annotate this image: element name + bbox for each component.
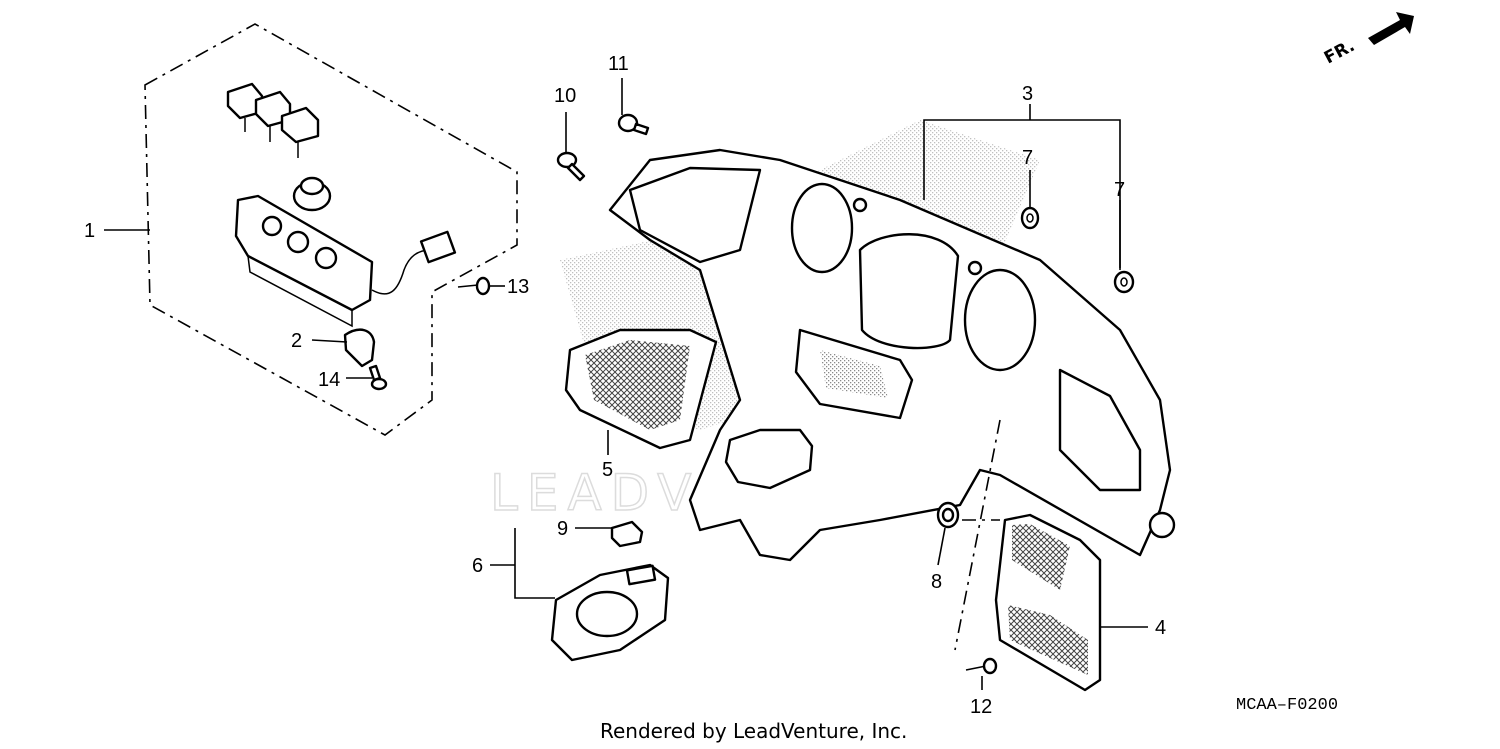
callout-4: 4 bbox=[1155, 617, 1166, 639]
screw-13 bbox=[457, 276, 491, 296]
callout-14: 14 bbox=[318, 369, 340, 391]
washer-7a bbox=[1020, 206, 1040, 230]
washer-7b bbox=[1113, 270, 1135, 294]
switch-housing bbox=[234, 194, 374, 328]
credit-line: Rendered by LeadVenture, Inc. bbox=[600, 719, 907, 743]
callout-7b: 7 bbox=[1114, 179, 1125, 201]
switch-assembly-group bbox=[144, 23, 518, 436]
callout-5: 5 bbox=[602, 459, 613, 481]
clip-9 bbox=[610, 520, 644, 548]
direction-label: FR. bbox=[1321, 36, 1358, 68]
left-speaker-grille bbox=[564, 328, 718, 450]
screw-14 bbox=[368, 364, 388, 391]
callout-6: 6 bbox=[472, 555, 483, 577]
callout-13: 13 bbox=[507, 276, 529, 298]
switch-grommet bbox=[292, 176, 332, 212]
callout-1: 1 bbox=[84, 220, 95, 242]
callout-3: 3 bbox=[1022, 83, 1033, 105]
switch-knob-set bbox=[226, 82, 320, 158]
screw-12 bbox=[965, 657, 998, 675]
diagram-code: MCAA–F0200 bbox=[1236, 696, 1338, 715]
callout-11: 11 bbox=[608, 53, 629, 75]
callout-12: 12 bbox=[970, 696, 992, 718]
callout-9: 9 bbox=[557, 518, 568, 540]
switch-wire-connector bbox=[371, 230, 457, 295]
callout-8: 8 bbox=[931, 571, 942, 593]
right-speaker-grille bbox=[994, 513, 1102, 692]
front-direction-arrow: FR. bbox=[1321, 12, 1414, 68]
callout-10: 10 bbox=[554, 85, 576, 107]
callout-7a: 7 bbox=[1022, 147, 1033, 169]
bolt-11 bbox=[617, 113, 650, 136]
bolt-10 bbox=[556, 151, 586, 182]
cup-holder-6 bbox=[550, 563, 670, 662]
wire-clamp bbox=[343, 328, 376, 368]
grommet-8 bbox=[936, 501, 960, 529]
callout-2: 2 bbox=[291, 330, 302, 352]
